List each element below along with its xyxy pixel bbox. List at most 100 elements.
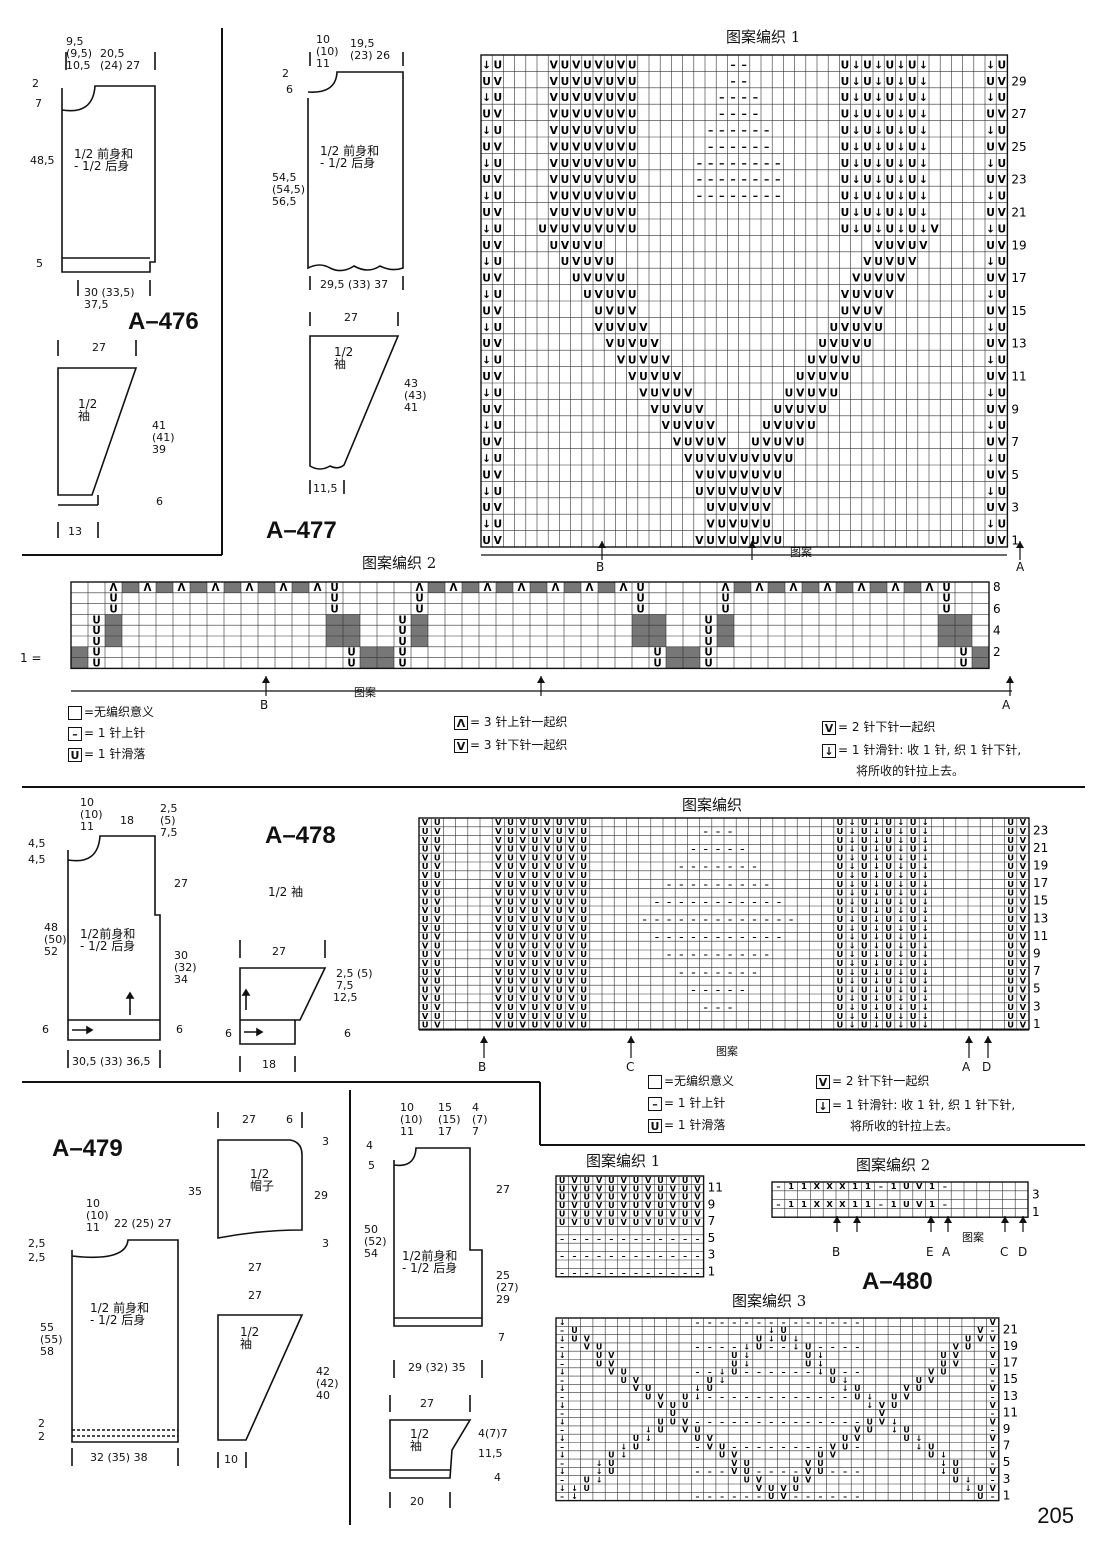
svg-text:–: – [757, 1417, 761, 1426]
svg-text:U: U [863, 58, 872, 71]
svg-text:U: U [347, 657, 355, 669]
svg-text:U: U [863, 206, 872, 219]
svg-text:–: – [776, 1199, 780, 1209]
svg-text:–: – [831, 1417, 835, 1426]
svg-text:U: U [910, 861, 917, 871]
a480-drop-1: 4 [366, 1139, 373, 1152]
svg-text:V: V [495, 817, 502, 827]
svg-text:U: U [482, 173, 491, 186]
chart4-title: 图案编织 1 [586, 1152, 661, 1170]
svg-text:U: U [605, 124, 614, 137]
svg-text:U: U [633, 1201, 639, 1210]
svg-text:U: U [695, 419, 704, 432]
legend1-p3tog: Λ= 3 针上针一起织 [454, 713, 567, 730]
row-number: 29 [1011, 74, 1026, 88]
svg-text:V: V [998, 370, 1007, 383]
svg-text:U: U [837, 940, 844, 950]
svg-text:U: U [874, 255, 883, 268]
svg-text:U: U [493, 419, 502, 432]
svg-text:–: – [740, 879, 744, 889]
svg-text:–: – [572, 1235, 576, 1244]
svg-text:↓: ↓ [793, 1334, 800, 1343]
svg-text:V: V [695, 534, 704, 547]
svg-text:U: U [773, 534, 782, 547]
svg-text:↓: ↓ [743, 1343, 750, 1352]
svg-text:U: U [628, 173, 637, 186]
svg-text:V: V [617, 222, 626, 235]
svg-text:V: V [617, 288, 626, 301]
svg-text:↓: ↓ [743, 1351, 750, 1360]
svg-text:V: V [639, 321, 648, 334]
svg-text:U: U [863, 157, 872, 170]
svg-text:U: U [645, 1393, 651, 1402]
svg-text:↓: ↓ [897, 817, 904, 827]
svg-text:Λ: Λ [586, 582, 594, 594]
svg-text:↓: ↓ [849, 976, 856, 986]
svg-text:↓: ↓ [922, 958, 929, 968]
svg-text:–: – [742, 91, 747, 104]
legend1-empty: =无编织意义 [68, 703, 154, 720]
svg-text:U: U [507, 914, 514, 924]
svg-text:U: U [507, 1020, 514, 1030]
svg-text:↓: ↓ [482, 157, 491, 170]
svg-text:V: V [990, 1318, 997, 1327]
svg-text:–: – [732, 1442, 736, 1451]
svg-text:U: U [885, 967, 892, 977]
svg-text:U: U [532, 1002, 539, 1012]
svg-text:–: – [716, 826, 720, 836]
svg-text:–: – [708, 1417, 712, 1426]
svg-text:U: U [780, 1326, 786, 1335]
svg-text:–: – [730, 140, 735, 153]
svg-text:U: U [852, 354, 861, 367]
svg-text:U: U [719, 1451, 725, 1460]
svg-text:↓: ↓ [986, 321, 995, 334]
svg-text:↓: ↓ [922, 835, 929, 845]
svg-text:V: V [645, 1184, 652, 1193]
svg-text:V: V [998, 239, 1007, 252]
svg-text:–: – [831, 1343, 835, 1352]
svg-text:U: U [1007, 914, 1014, 924]
row-number: 21 [1011, 206, 1026, 220]
svg-text:U: U [852, 321, 861, 334]
svg-text:U: U [572, 239, 581, 252]
svg-text:–: – [667, 914, 671, 924]
svg-text:↓: ↓ [559, 1384, 566, 1393]
svg-text:U: U [1007, 976, 1014, 986]
svg-text:U: U [908, 206, 917, 219]
svg-text:Λ: Λ [824, 582, 832, 594]
row-number: 3 [1003, 1472, 1011, 1486]
svg-text:X: X [814, 1181, 821, 1191]
svg-text:V: V [422, 940, 429, 950]
chart5-marker-a: A [942, 1245, 951, 1259]
svg-text:↓: ↓ [873, 914, 880, 924]
svg-text:V: V [544, 967, 551, 977]
svg-text:Λ: Λ [722, 582, 730, 594]
svg-text:V: V [596, 1201, 603, 1210]
svg-text:↓: ↓ [596, 1467, 603, 1476]
svg-text:V: V [608, 1351, 615, 1360]
svg-text:U: U [580, 905, 587, 915]
svg-text:U: U [605, 58, 614, 71]
svg-text:U: U [885, 861, 892, 871]
svg-text:↓: ↓ [986, 354, 995, 367]
svg-text:U: U [861, 826, 868, 836]
svg-text:U: U [768, 1484, 774, 1493]
svg-text:V: V [519, 870, 526, 880]
svg-text:U: U [751, 468, 760, 481]
svg-text:U: U [639, 337, 648, 350]
svg-text:–: – [691, 896, 695, 906]
svg-text:V: V [694, 1218, 701, 1227]
svg-text:–: – [843, 1343, 847, 1352]
svg-text:V: V [594, 58, 603, 71]
svg-text:V: V [740, 468, 749, 481]
svg-text:V: V [544, 914, 551, 924]
svg-text:–: – [806, 1318, 810, 1327]
svg-text:U: U [841, 206, 850, 219]
svg-text:U: U [628, 157, 637, 170]
svg-text:V: V [874, 239, 883, 252]
svg-text:V: V [495, 932, 502, 942]
svg-text:U: U [580, 844, 587, 854]
svg-text:U: U [874, 321, 883, 334]
svg-text:U: U [861, 1011, 868, 1021]
